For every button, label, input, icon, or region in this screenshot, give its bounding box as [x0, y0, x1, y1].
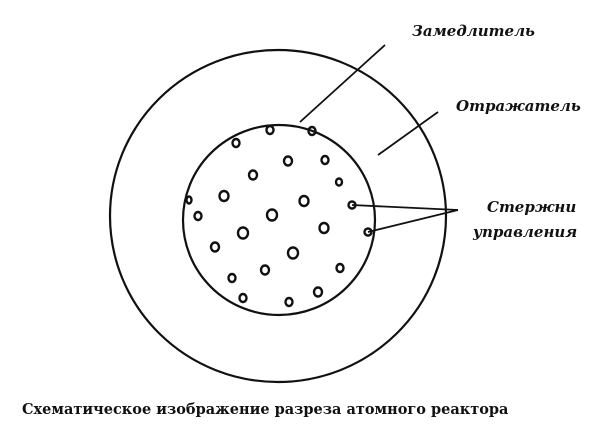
fuel-channel-dot: [231, 137, 241, 149]
fuel-channel-dot: [318, 221, 330, 235]
fuel-channel-dot: [320, 154, 330, 166]
reflector-label: Отражатель: [456, 97, 581, 115]
fuel-channel-dot: [265, 208, 279, 222]
reflector-leader-line: [377, 111, 439, 156]
fuel-channel-dot: [193, 210, 203, 222]
fuel-channel-dot: [334, 177, 344, 187]
fuel-channel-dot: [247, 169, 259, 181]
moderator-leader-line: [299, 44, 386, 123]
reflector-circle: [108, 48, 448, 384]
fuel-channel-dot: [209, 241, 221, 253]
moderator-label: Замедлитель: [412, 22, 535, 40]
fuel-channel-dot: [335, 262, 345, 274]
fuel-channel-dot: [307, 125, 317, 137]
core-circle: [181, 123, 377, 317]
control-rod-leader-line-2: [367, 209, 459, 233]
fuel-channel-dot: [298, 194, 310, 208]
control-rod-1: [347, 200, 357, 210]
figure-caption: Схематическое изображение разреза атомно…: [22, 401, 509, 418]
fuel-channel-dot: [259, 264, 271, 276]
control-rods-label-line2: управления: [472, 223, 577, 241]
fuel-channel-dot: [282, 155, 294, 167]
fuel-channel-dot: [286, 246, 300, 260]
control-rod-leader-line-1: [351, 204, 459, 211]
control-rods-label-line1: Стержни: [487, 198, 576, 216]
fuel-channels: [185, 124, 345, 308]
fuel-channel-dot: [238, 292, 248, 304]
fuel-channel-dot: [218, 189, 230, 203]
fuel-channel-dot: [284, 296, 294, 308]
fuel-channel-dot: [312, 286, 324, 298]
fuel-channel-dot: [236, 226, 250, 240]
control-rod-2: [363, 227, 373, 237]
fuel-channel-dot: [227, 272, 237, 284]
fuel-channel-dot: [185, 195, 193, 205]
fuel-channel-dot: [265, 124, 275, 136]
